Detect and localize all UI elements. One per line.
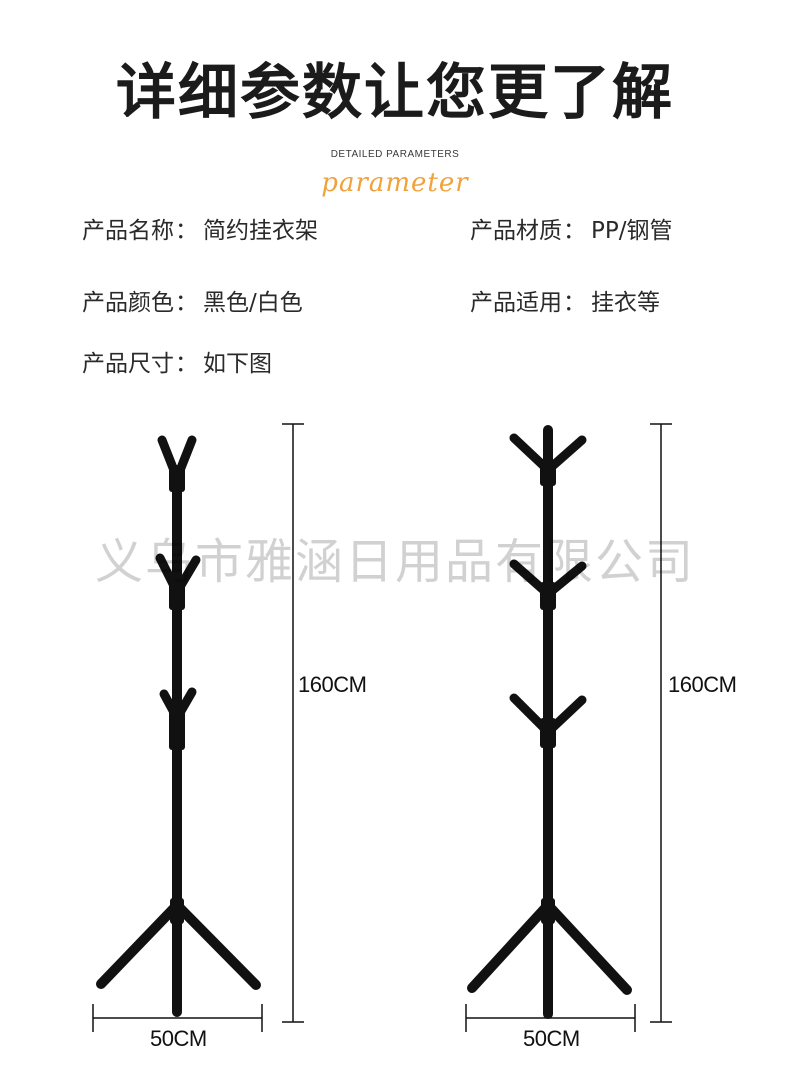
script-label: parameter (321, 168, 469, 198)
spec-value: PP/钢管 (591, 218, 673, 244)
spec-value: 简约挂衣架 (203, 218, 318, 244)
rack-joint (540, 582, 556, 610)
spec-colon: ： (563, 290, 586, 316)
spec-label: 产品颜色 (82, 290, 174, 316)
height-label-left: 160CM (298, 672, 367, 697)
spec-value: 黑色/白色 (203, 290, 303, 316)
rack-joint (169, 700, 185, 750)
rack-leg (467, 900, 553, 993)
rack-leg (96, 900, 182, 989)
spec-value: 如下图 (203, 351, 272, 377)
coat-rack-right (467, 425, 632, 1019)
width-label-left: 50CM (150, 1026, 207, 1051)
dimension-lines-left (92, 423, 304, 1032)
spec-row-name: 产品名称：简约挂衣架 (82, 216, 318, 246)
rack-joint (169, 580, 185, 610)
page-subtitle: DETAILED PARAMETERS (330, 149, 460, 160)
spec-label: 产品适用 (470, 290, 562, 316)
rack-leg (543, 900, 632, 995)
dimension-lines-right (465, 423, 672, 1032)
spec-value: 挂衣等 (591, 290, 660, 316)
spec-colon: ： (563, 218, 586, 244)
height-label-right: 160CM (668, 672, 737, 697)
rack-leg (172, 900, 261, 990)
spec-row-color: 产品颜色：黑色/白色 (82, 288, 303, 318)
spec-label: 产品名称 (82, 218, 174, 244)
spec-colon: ： (175, 290, 198, 316)
spec-colon: ： (175, 351, 198, 377)
spec-label: 产品材质 (470, 218, 562, 244)
spec-label: 产品尺寸 (82, 351, 174, 377)
spec-row-usage: 产品适用：挂衣等 (470, 288, 660, 318)
spec-row-size: 产品尺寸：如下图 (82, 349, 272, 379)
spec-colon: ： (175, 218, 198, 244)
coat-rack-left (96, 435, 261, 1017)
width-label-right: 50CM (523, 1026, 580, 1051)
page-title: 详细参数让您更了解 (116, 58, 674, 128)
spec-row-material: 产品材质：PP/钢管 (470, 216, 673, 246)
rack-joint (540, 718, 556, 748)
rack-joint (540, 460, 556, 486)
rack-joint (169, 466, 185, 492)
